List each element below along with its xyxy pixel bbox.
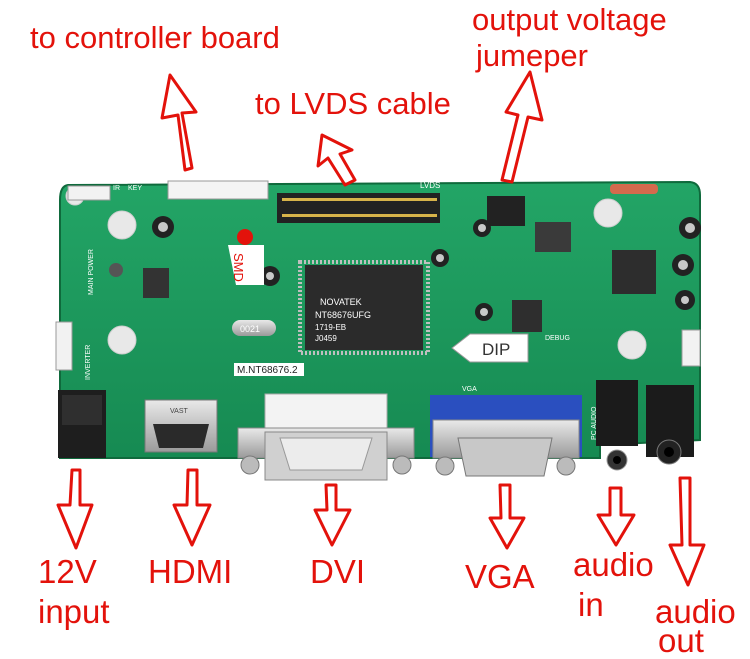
audio-in-jack xyxy=(596,380,638,471)
vga-silk: VGA xyxy=(462,386,477,393)
key-connector xyxy=(167,180,269,200)
arrow-audio-out xyxy=(668,476,706,587)
label-input: input xyxy=(38,593,110,630)
key-silk: KEY xyxy=(128,185,142,192)
arrow-controller-board xyxy=(160,73,198,172)
hdmi-port: VAST xyxy=(144,399,218,453)
label-vga: VGA xyxy=(465,558,535,595)
crystal-text: 0021 xyxy=(240,324,260,334)
arrow-12v xyxy=(56,468,94,550)
label-output-voltage: output voltage xyxy=(472,2,667,37)
label-audio-out-1: audio xyxy=(655,593,736,630)
smd-tag: SMD xyxy=(228,229,264,285)
chip-part: NT68676UFG xyxy=(315,310,371,320)
label-audio-in-1: audio xyxy=(573,546,654,583)
chip-brand: NOVATEK xyxy=(320,297,362,307)
smd-text: SMD xyxy=(231,253,246,282)
debug-silk: DEBUG xyxy=(545,335,570,342)
model-label xyxy=(234,363,304,376)
arrow-audio-in xyxy=(596,486,636,547)
label-audio-in-2: in xyxy=(578,586,604,623)
arrow-vga xyxy=(488,483,526,550)
inverter-silk: INVERTER xyxy=(85,345,92,380)
lvds-header-pins xyxy=(282,198,437,217)
voltage-jumper xyxy=(487,196,525,226)
capacitors xyxy=(109,216,701,321)
resistor xyxy=(610,184,658,194)
inverter-connector xyxy=(55,321,73,371)
pc-audio-silk: PC AUDIO xyxy=(591,406,598,440)
ir-silk: IR xyxy=(113,185,120,192)
arrow-hdmi xyxy=(172,468,212,547)
hdmi-brand: VAST xyxy=(170,408,188,415)
audio-out-jack xyxy=(646,385,694,465)
label-12v: 12V xyxy=(38,553,97,590)
label-audio-out-2: out xyxy=(658,622,704,659)
lvds-silk: LVDS xyxy=(420,181,440,190)
vga-port xyxy=(430,395,582,477)
arrow-lvds xyxy=(316,133,357,187)
audio-amp-ic xyxy=(612,250,656,294)
arrow-voltage-jumper xyxy=(500,70,544,184)
flash-ic xyxy=(143,268,169,298)
dvi-port xyxy=(237,393,415,481)
label-hdmi: HDMI xyxy=(148,553,233,590)
crystal xyxy=(232,320,276,336)
lvds-header xyxy=(277,193,440,223)
model-text: M.NT68676.2 xyxy=(237,365,298,376)
audio-header xyxy=(681,329,701,367)
label-jumeper: jumeper xyxy=(476,38,588,73)
regulator xyxy=(512,300,542,332)
chip-line3: J0459 xyxy=(315,334,337,343)
main-power-silk: MAIN POWER xyxy=(88,249,95,295)
chip-line2: 1719-EB xyxy=(315,323,346,332)
power-ic xyxy=(535,222,571,252)
arrow-dvi xyxy=(313,483,352,547)
dip-text: DIP xyxy=(482,340,510,359)
dip-tag: DIP xyxy=(451,333,529,363)
main-chip xyxy=(305,265,423,350)
label-to-controller-board: to controller board xyxy=(30,20,280,55)
annotation-arrows xyxy=(56,70,706,587)
label-dvi: DVI xyxy=(310,553,366,590)
label-to-lvds-cable: to LVDS cable xyxy=(255,86,451,121)
ir-connector xyxy=(67,185,111,201)
